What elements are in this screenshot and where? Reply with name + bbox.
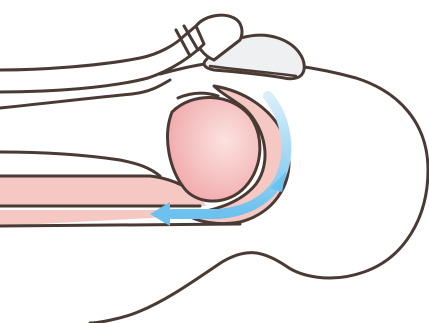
tongue [168, 97, 260, 201]
airway-bottom-line [0, 224, 240, 226]
